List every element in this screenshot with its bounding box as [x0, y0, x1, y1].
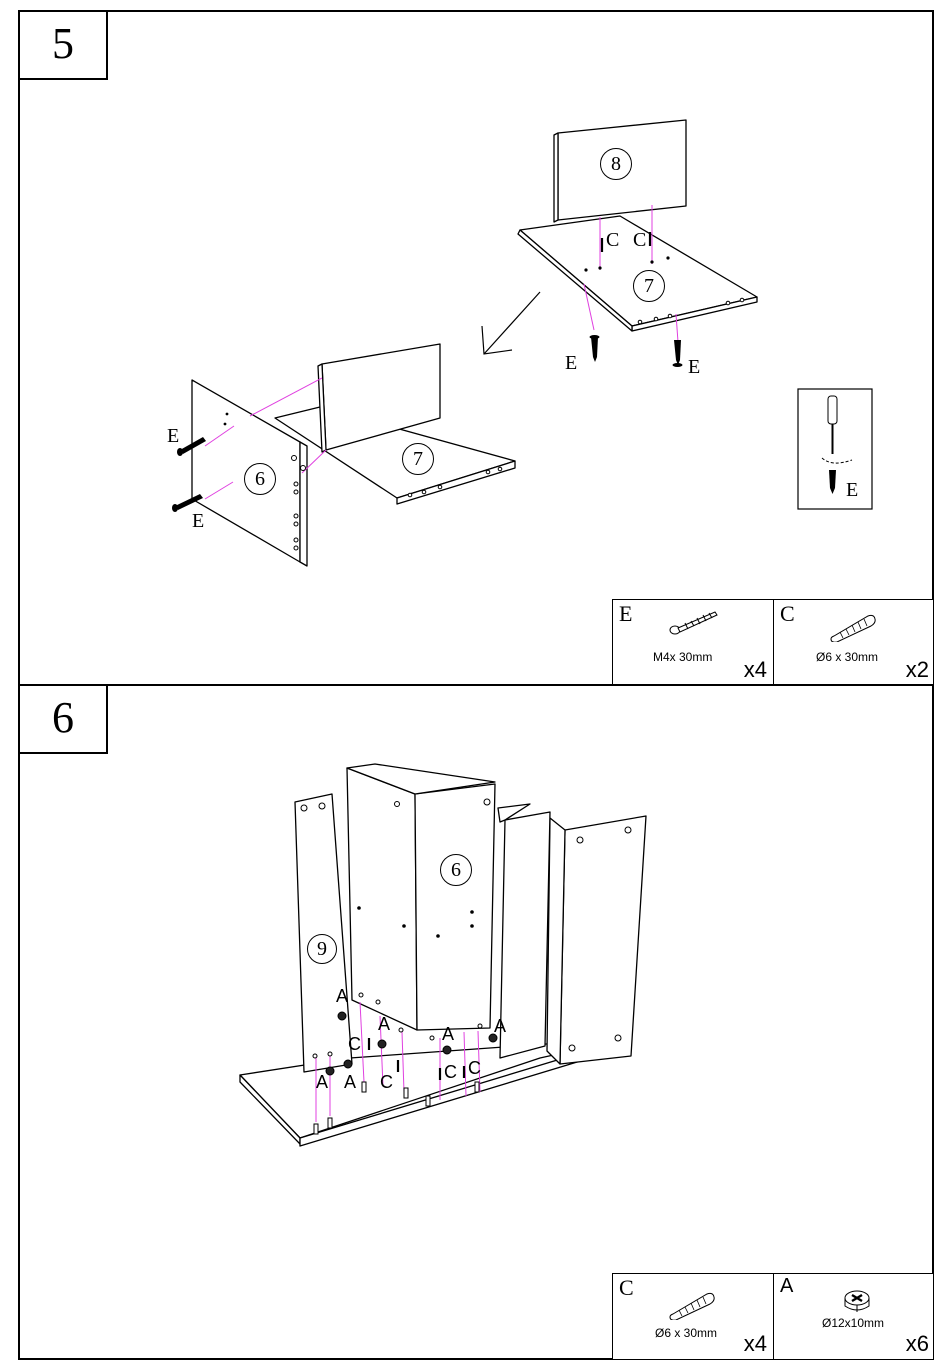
- part-label-6: 6: [440, 854, 472, 886]
- hardware-size: M4x 30mm: [653, 650, 712, 664]
- hardware-item-e: E M4x 30mm x4: [613, 600, 774, 685]
- hardware-letter: C: [619, 1275, 634, 1301]
- hardware-size: Ø6 x 30mm: [655, 1326, 717, 1340]
- screw-icon: [667, 608, 721, 638]
- hardware-size: Ø6 x 30mm: [816, 650, 878, 664]
- hardware-letter: E: [619, 601, 632, 627]
- dowel-icon: [667, 1288, 717, 1320]
- callout-e: E: [167, 425, 179, 448]
- right-side-panel: [560, 816, 646, 1064]
- hardware-item-a: A Ø12x10mm x6: [774, 1274, 935, 1359]
- step-6-panel: 6: [18, 684, 934, 1360]
- hardware-qty: x4: [744, 1331, 767, 1357]
- callout-c: C: [348, 1034, 361, 1055]
- hardware-qty: x4: [744, 657, 767, 683]
- callout-a: A: [442, 1024, 454, 1045]
- step-5-illustration: [20, 12, 932, 684]
- panel-8-edge: [554, 133, 558, 222]
- hardware-item-c: C Ø6 x 30mm x4: [613, 1274, 774, 1359]
- panel-9: [295, 794, 352, 1072]
- callout-e: E: [688, 356, 700, 379]
- callout-c: C: [380, 1072, 393, 1093]
- callout-a: A: [378, 1014, 390, 1035]
- callout-e: E: [192, 510, 204, 533]
- back-panel-left: [347, 768, 417, 1030]
- callout-c: C: [633, 229, 646, 252]
- hardware-qty: x2: [906, 657, 929, 683]
- callout-c: C: [444, 1062, 457, 1083]
- callout-a: A: [494, 1016, 506, 1037]
- dowel-icon: [828, 610, 878, 642]
- callout-a: A: [344, 1072, 356, 1093]
- direction-arrow: [482, 292, 540, 354]
- part-label-7: 7: [633, 270, 665, 302]
- hardware-letter: A: [780, 1275, 793, 1298]
- callout-e: E: [565, 352, 577, 375]
- divider-panel: [500, 812, 550, 1058]
- back-panel: [322, 344, 440, 450]
- callout-c: C: [468, 1058, 481, 1079]
- hardware-qty: x6: [906, 1331, 929, 1357]
- hardware-size: Ø12x10mm: [822, 1316, 884, 1330]
- hardware-letter: C: [780, 601, 795, 627]
- part-label-6: 6: [244, 463, 276, 495]
- callout-a: A: [336, 986, 348, 1007]
- callout-c: C: [606, 229, 619, 252]
- callout-a: A: [316, 1072, 328, 1093]
- hardware-item-c: C Ø6 x 30mm x2: [774, 600, 935, 685]
- step-5-panel: 5: [18, 10, 934, 686]
- cam-lock-icon: [840, 1284, 874, 1316]
- panel-6-edge: [300, 442, 307, 566]
- part-label-8: 8: [600, 148, 632, 180]
- hardware-legend: C Ø6 x 30mm x4 A Ø12x10mm x6: [612, 1273, 934, 1360]
- panel-6: [415, 784, 495, 1030]
- part-label-7: 7: [402, 443, 434, 475]
- step-6-illustration: [20, 686, 932, 1358]
- hardware-legend: E M4x 30mm x4 C Ø6 x 30mm x2: [612, 599, 934, 686]
- part-label-9: 9: [307, 934, 337, 964]
- tool-callout-e: E: [846, 479, 858, 502]
